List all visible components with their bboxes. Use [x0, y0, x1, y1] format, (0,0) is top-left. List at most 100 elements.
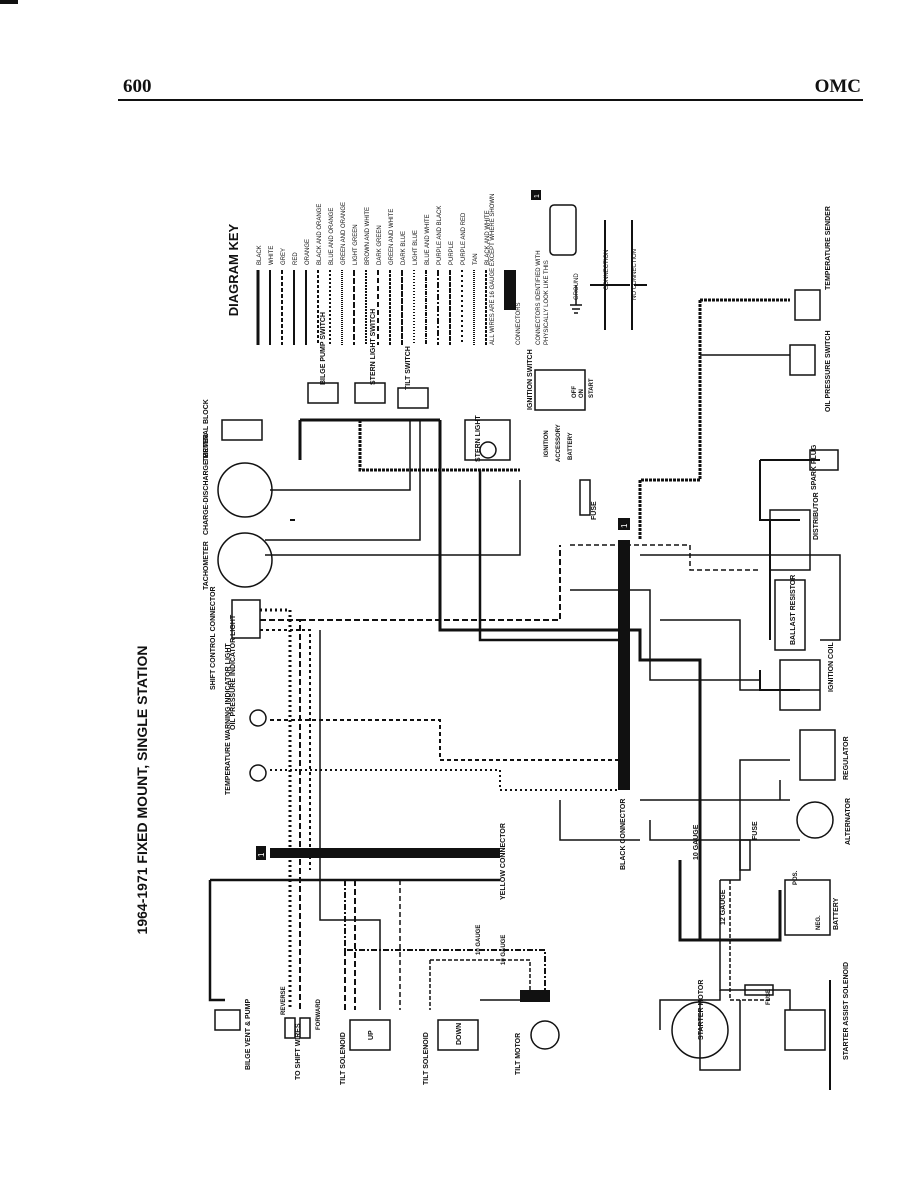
- fuse-label: FUSE: [591, 501, 598, 520]
- starter-motor-label: STARTER MOTOR: [698, 980, 705, 1040]
- tilt-down-label: DOWN: [456, 1023, 463, 1045]
- bilge-vent-label: BILGE VENT & PUMP: [245, 998, 252, 1070]
- key-entry: GREEN AND WHITE: [389, 209, 395, 265]
- key-connection: CONNECTION: [604, 250, 610, 290]
- spark-plug-label: SPARK PLUG: [811, 444, 818, 490]
- key-entry: BROWN AND WHITE: [365, 207, 371, 265]
- fuse-engine-label: FUSE: [752, 821, 759, 840]
- tilt-down-solenoid: [437, 1019, 479, 1051]
- bilge-switch-box: [307, 382, 339, 404]
- battery-neg-label: NEG.: [816, 915, 822, 930]
- tilt-connector-bar: [520, 990, 550, 1002]
- oil-light-bulb: [249, 709, 267, 727]
- diagram-title: 1964-1971 FIXED MOUNT, SINGLE STATION: [134, 646, 150, 935]
- tilt-motor-label: TILT MOTOR: [515, 1033, 522, 1075]
- header-rule: [118, 99, 863, 101]
- yellow-connector-marker: 1: [257, 852, 266, 857]
- key-entry: WHITE: [269, 246, 275, 265]
- fuse-box: [579, 479, 591, 516]
- oil-light-label: OIL PRESSURE INDICATOR LIGHT: [230, 614, 237, 730]
- gauge10-label-b: 10 GAUGE: [476, 925, 482, 955]
- key-connector-swatch: [504, 270, 516, 310]
- ignition-switch-label: IGNITION SWITCH: [527, 349, 534, 410]
- tilt-switch-box: [397, 387, 429, 409]
- key-gauge-note: ALL WIRES ARE 16 GAUGE EXCEPT WHERE SHOW…: [490, 194, 496, 345]
- key-entry: BLUE AND ORANGE: [329, 208, 335, 265]
- tilt-up-solenoid: [349, 1019, 391, 1051]
- starter-fuse: [744, 984, 774, 996]
- battery-pos-label: POS.: [793, 870, 799, 885]
- stern-light-bulb: [479, 441, 497, 459]
- key-no-connection: NO CONNECTION: [632, 249, 638, 300]
- oil-switch-label: OIL PRESSURE SWITCH: [825, 330, 832, 412]
- forward-label: FORWARD: [316, 998, 322, 1030]
- terminal-block-box: [221, 419, 263, 441]
- key-swatches: [256, 270, 487, 345]
- shift-connector-box: [231, 599, 261, 639]
- reverse-label: REVERSE: [281, 986, 287, 1015]
- black-connector-bar: [618, 540, 630, 790]
- spark-plug-body: [809, 449, 839, 471]
- key-entry: PURPLE AND RED: [461, 212, 467, 265]
- key-entry: BLUE AND WHITE: [425, 214, 431, 265]
- key-entry: RED: [293, 252, 299, 265]
- wires: [208, 298, 841, 1090]
- key-entry: GREEN AND ORANGE: [341, 202, 347, 265]
- key-entry: DARK GREEN: [377, 225, 383, 265]
- reverse-terminal: [284, 1017, 296, 1039]
- key-entry: ORANGE: [305, 239, 311, 265]
- shift-wires-label: TO SHIFT WIRES: [295, 1023, 302, 1080]
- stern-light-label: STERN LIGHT: [475, 415, 482, 462]
- tilt-switch-label: TILT SWITCH: [405, 346, 412, 390]
- engine-fuse: [739, 839, 751, 871]
- stern-switch-box: [354, 382, 386, 404]
- temp-light-label: TEMPERATURE WARNING INDICATOR LIGHT: [225, 643, 232, 795]
- regulator-label: REGULATOR: [843, 736, 850, 780]
- ign-coil-label: IGNITION COIL: [828, 642, 835, 693]
- switch-on-label: ON: [579, 389, 585, 398]
- black-connector-marker-box: [618, 518, 630, 530]
- bilge-switch-label: BILGE PUMP SWITCH: [320, 312, 327, 385]
- battery-label: BATTERY: [833, 897, 840, 930]
- tachometer-label: TACHOMETER: [203, 541, 210, 590]
- terminal-ignition-label: IGNITION: [544, 430, 550, 457]
- ballast-resistor-body: [774, 579, 806, 651]
- key-connection-swatch: [590, 220, 620, 330]
- gauge12-label: 12 GAUGE: [720, 889, 727, 925]
- key-entry: LIGHT BLUE: [413, 230, 419, 265]
- ballast-label: BALLAST RESISTOR: [790, 575, 797, 645]
- ground-icon: [570, 285, 582, 314]
- temp-sender-body: [794, 289, 821, 321]
- starter-motor-body: [671, 1001, 729, 1059]
- distributor-body: [769, 509, 811, 571]
- key-entry: LIGHT GREEN: [353, 224, 359, 265]
- switch-off-label: OFF: [572, 386, 578, 398]
- alternator-label: ALTERNATOR: [845, 798, 852, 845]
- alternator-body: [796, 801, 834, 839]
- key-entry: GREY: [281, 248, 287, 265]
- forward-terminal: [299, 1017, 311, 1039]
- key-connectors-note-2: PHYSICALLY LOOK LIKE THIS: [544, 260, 550, 345]
- starter-fuse-label: FUSE: [766, 989, 772, 1005]
- key-entry: PURPLE AND BLACK: [437, 206, 443, 265]
- key-title: DIAGRAM KEY: [226, 223, 241, 316]
- battery-body: [784, 879, 831, 936]
- tilt-solenoid-label-a: TILT SOLENOID: [340, 1032, 347, 1085]
- key-marker-box: [531, 190, 541, 200]
- stern-light-housing: [464, 419, 511, 461]
- publisher-name: OMC: [814, 76, 861, 97]
- scan-corner-mark: [0, 0, 18, 4]
- stern-switch-label: STERN LIGHT SWITCH: [370, 309, 377, 385]
- tachometer-dial: [217, 532, 273, 588]
- temp-sender-label: TEMPERATURE SENDER: [825, 206, 832, 290]
- oil-switch-body: [789, 344, 816, 376]
- yellow-connector-bar: [270, 848, 500, 858]
- switch-start-label: START: [589, 378, 595, 398]
- key-entry: TAN: [473, 253, 479, 265]
- page-number: 600: [123, 76, 152, 97]
- key-ground: GROUND: [574, 273, 580, 300]
